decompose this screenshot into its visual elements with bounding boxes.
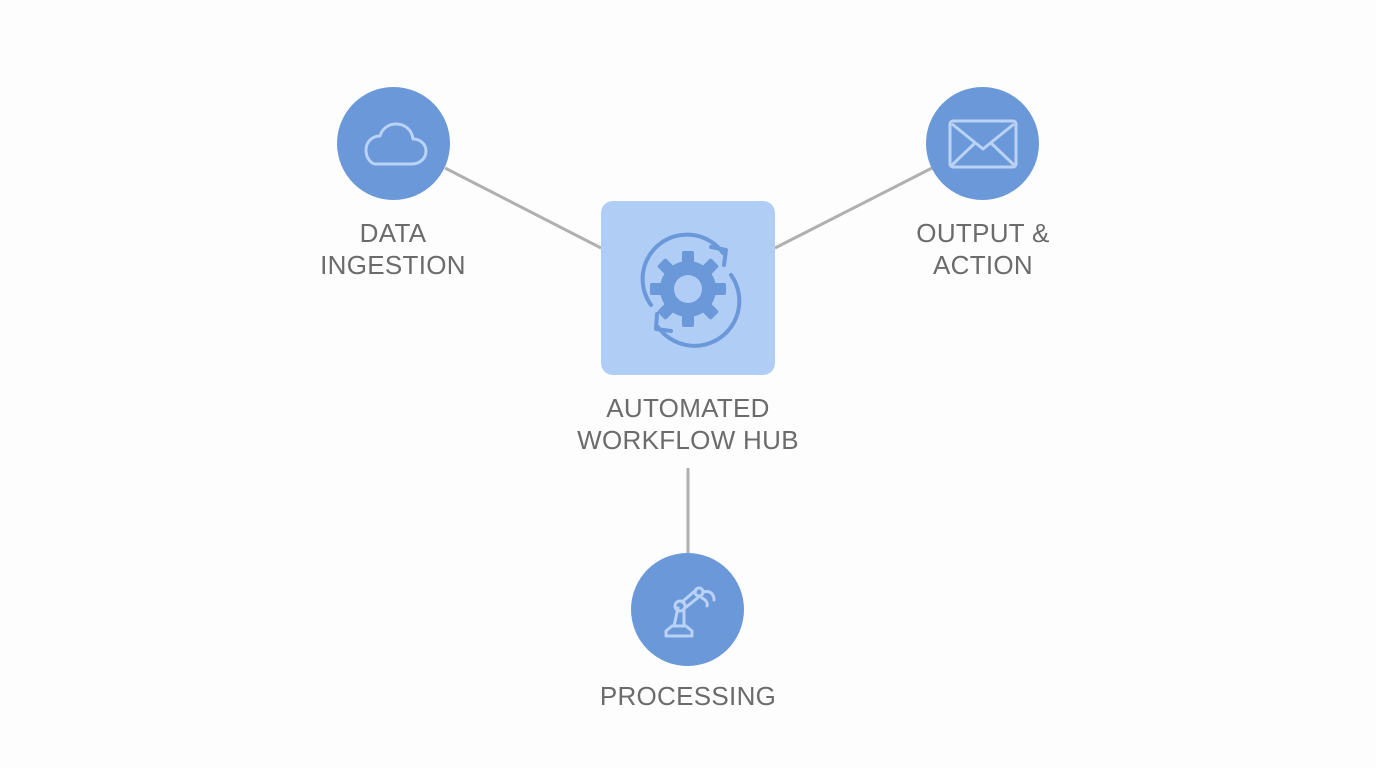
node-output-action xyxy=(926,87,1039,200)
label-processing-line1: PROCESSING xyxy=(599,681,777,711)
automated-workflow-hub xyxy=(601,201,775,375)
label-data-ingestion-line1: DATA xyxy=(359,218,427,248)
label-output-action-line2: ACTION xyxy=(932,250,1034,280)
label-output-action: OUTPUT & ACTION xyxy=(853,217,1113,281)
label-processing: PROCESSING xyxy=(558,680,818,712)
cloud-icon xyxy=(364,122,427,165)
connector-hub-output xyxy=(774,166,933,250)
gear-sync-icon xyxy=(640,232,742,348)
node-data-ingestion xyxy=(337,87,450,200)
envelope-icon xyxy=(948,119,1017,168)
label-workflow-hub-line2: WORKFLOW HUB xyxy=(577,425,799,455)
robotic-arm-icon xyxy=(664,586,715,637)
label-workflow-hub-line1: AUTOMATED xyxy=(606,393,770,423)
connector-ingestion-hub xyxy=(444,166,602,250)
node-processing xyxy=(631,553,744,666)
label-data-ingestion: DATA INGESTION xyxy=(263,217,523,281)
label-workflow-hub: AUTOMATED WORKFLOW HUB xyxy=(558,392,818,456)
label-output-action-line1: OUTPUT & xyxy=(916,218,1050,248)
label-data-ingestion-line2: INGESTION xyxy=(320,250,466,280)
